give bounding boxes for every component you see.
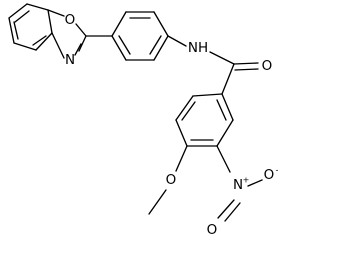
bond	[148, 189, 167, 215]
bond	[217, 199, 235, 219]
bond	[26, 3, 49, 11]
bond	[75, 23, 87, 37]
bond	[153, 35, 169, 61]
bond	[175, 119, 188, 147]
bond	[13, 42, 37, 51]
oxazole-oxygen-label: O	[65, 12, 76, 28]
bond	[224, 202, 241, 222]
oxazole-nitrogen-label: N	[65, 52, 75, 68]
bond	[111, 35, 127, 61]
bond	[221, 93, 234, 121]
bond	[233, 62, 259, 65]
bond	[35, 32, 53, 51]
bond	[175, 145, 188, 172]
bond	[153, 11, 169, 37]
bond	[221, 63, 235, 95]
nitro-nitrogen-charge: +	[243, 176, 250, 185]
bond	[47, 9, 65, 17]
bond	[78, 35, 87, 52]
bond	[8, 3, 28, 19]
nitro-oxygen-charge: -	[276, 166, 279, 175]
bond	[216, 145, 231, 173]
bond	[149, 35, 162, 55]
bond	[209, 51, 235, 65]
bond	[216, 99, 227, 121]
nitro-nitrogen-label: N	[233, 177, 243, 193]
nitro-oxygen-minus-label: O	[264, 167, 275, 183]
bond-skeleton	[8, 3, 263, 222]
amide-nh-label: NH	[188, 40, 208, 56]
bond	[175, 95, 194, 121]
bond	[181, 101, 196, 121]
bond	[47, 9, 53, 34]
atom-labels: O N NH O O N + O - O	[65, 12, 279, 238]
bond	[192, 93, 223, 97]
nitro-oxygen-label: O	[207, 222, 218, 238]
bond	[234, 68, 259, 71]
bond	[8, 17, 15, 44]
bond	[216, 119, 234, 147]
bond	[14, 10, 30, 23]
bond	[74, 43, 82, 56]
bond	[32, 35, 47, 46]
bond	[118, 35, 131, 55]
bond	[247, 179, 263, 187]
methoxy-oxygen-label: O	[166, 172, 177, 188]
bond	[51, 32, 65, 59]
bond	[167, 35, 187, 47]
bond	[111, 11, 127, 37]
bond	[13, 21, 19, 40]
carbonyl-oxygen-label: O	[262, 58, 273, 74]
